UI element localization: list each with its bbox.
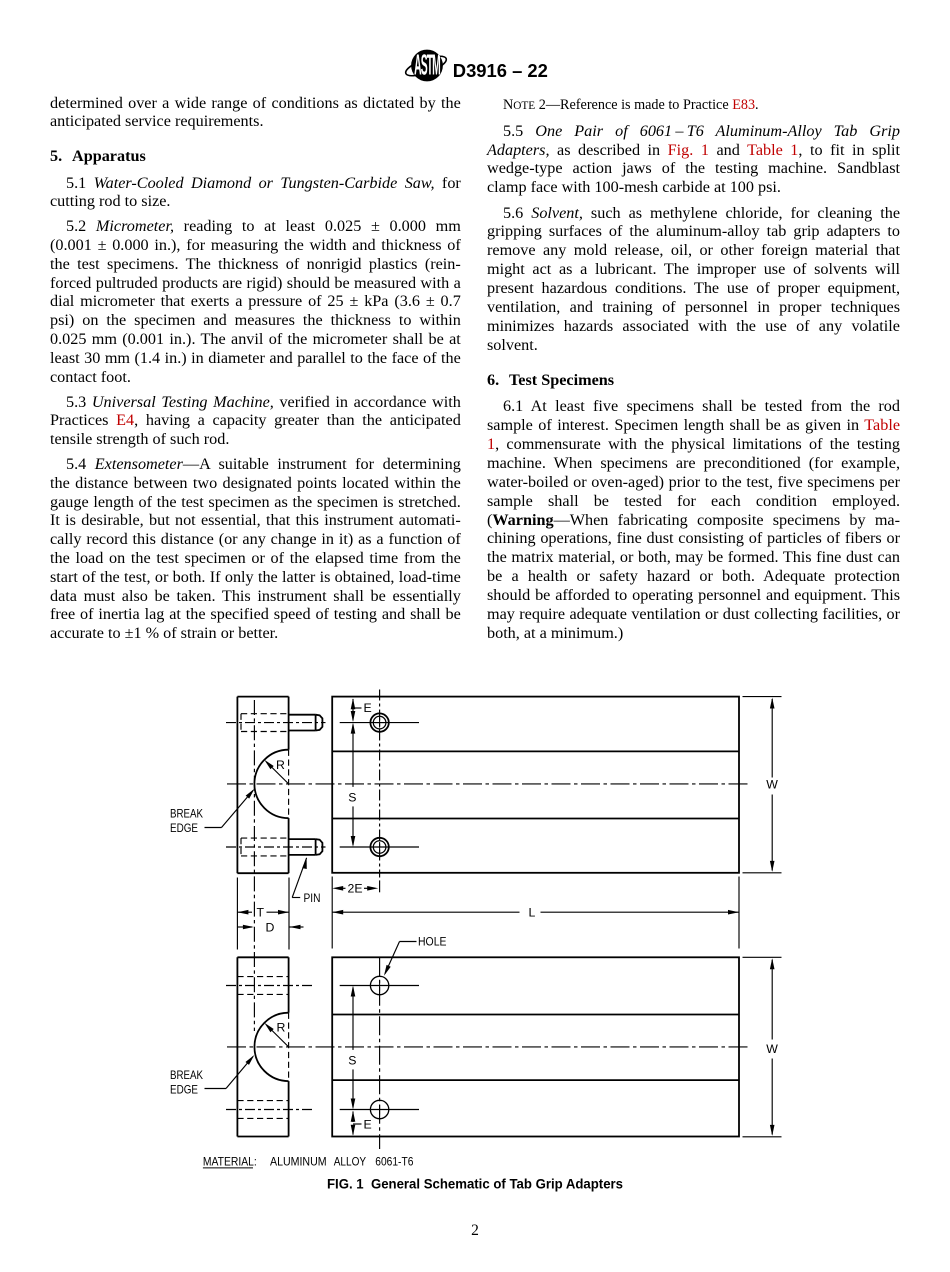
- svg-text:BREAK: BREAK: [170, 807, 204, 821]
- svg-text:E: E: [364, 1117, 372, 1131]
- svg-text:W: W: [766, 777, 778, 791]
- svg-text:S: S: [348, 790, 356, 804]
- svg-text:6061-T6: 6061-T6: [375, 1154, 413, 1168]
- svg-text:MATERIAL:: MATERIAL:: [203, 1154, 257, 1168]
- svg-text:D: D: [266, 920, 275, 934]
- svg-text:2E: 2E: [348, 882, 363, 896]
- svg-text:EDGE: EDGE: [170, 1082, 198, 1096]
- svg-text:ALLOY: ALLOY: [334, 1154, 366, 1168]
- svg-text:R: R: [276, 758, 285, 772]
- svg-text:E: E: [364, 701, 372, 715]
- svg-text:FIG. 1 General Schematic of T: FIG. 1 General Schematic of Tab Grip Ada…: [327, 1176, 623, 1191]
- svg-text:ASTM: ASTM: [414, 48, 440, 81]
- svg-text:R: R: [277, 1020, 286, 1034]
- svg-text:ALUMINUM: ALUMINUM: [270, 1154, 327, 1168]
- svg-text:PIN: PIN: [304, 891, 321, 905]
- svg-text:W: W: [766, 1042, 778, 1056]
- svg-text:EDGE: EDGE: [170, 821, 198, 835]
- svg-text:S: S: [348, 1053, 356, 1067]
- svg-text:T: T: [257, 906, 265, 920]
- svg-text:BREAK: BREAK: [170, 1068, 204, 1082]
- svg-text:L: L: [529, 906, 536, 920]
- svg-text:HOLE: HOLE: [418, 935, 447, 949]
